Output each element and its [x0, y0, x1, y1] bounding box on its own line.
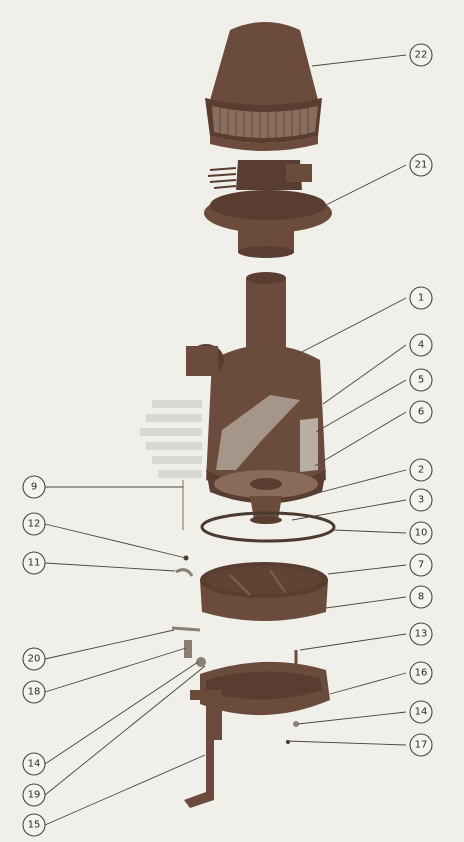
callout-17-label: 17: [415, 740, 428, 751]
leader-lines: [44, 54, 407, 826]
callout-3-label: 3: [418, 495, 424, 506]
part-22-cap: [205, 22, 322, 151]
callout-3: 3: [409, 488, 433, 512]
callout-5-label: 5: [418, 375, 424, 386]
watermark-logo: [140, 400, 202, 478]
part-8-lower-housing: [200, 562, 328, 621]
callout-4-label: 4: [418, 340, 424, 351]
callout-12: 12: [22, 512, 46, 536]
callout-15: 15: [22, 813, 46, 837]
callout-19: 19: [22, 783, 46, 807]
callout-12-label: 12: [28, 519, 41, 530]
callout-18: 18: [22, 680, 46, 704]
part-15-bracket: [184, 690, 222, 808]
part-20-screw: [171, 626, 201, 632]
callout-10: 10: [409, 521, 433, 545]
callout-2: 2: [409, 458, 433, 482]
callout-7: 7: [409, 553, 433, 577]
callout-10-label: 10: [415, 528, 428, 539]
callout-18-label: 18: [28, 687, 41, 698]
callout-9: 9: [22, 475, 46, 499]
callout-2-label: 2: [418, 465, 424, 476]
callout-19-label: 19: [28, 790, 41, 801]
callout-14-upper: 14: [409, 700, 433, 724]
callout-6: 6: [409, 400, 433, 424]
part-10-o-ring: [200, 511, 336, 543]
callout-8: 8: [409, 585, 433, 609]
callout-17: 17: [409, 733, 433, 757]
part-16-clamp-band: [200, 661, 330, 716]
part-1-body: [186, 272, 326, 504]
callout-8-label: 8: [418, 592, 424, 603]
callout-13-label: 13: [415, 629, 428, 640]
callout-7-label: 7: [418, 560, 424, 571]
callout-11: 11: [22, 551, 46, 575]
callout-9-label: 9: [31, 482, 37, 493]
callout-20: 20: [22, 647, 46, 671]
callout-21: 21: [409, 153, 433, 177]
callout-13: 13: [409, 622, 433, 646]
callout-22: 22: [409, 43, 433, 67]
part-11-clip: [175, 568, 194, 577]
callout-14-upper-label: 14: [415, 707, 428, 718]
part-18-bolt: [184, 640, 192, 658]
callout-6-label: 6: [418, 407, 424, 418]
part-19-nut: [196, 657, 206, 667]
callout-15-label: 15: [28, 820, 41, 831]
callout-14-lower-label: 14: [28, 759, 41, 770]
callout-14-lower: 14: [22, 752, 46, 776]
callout-11-label: 11: [28, 558, 41, 569]
callout-21-label: 21: [415, 160, 428, 171]
callout-5: 5: [409, 368, 433, 392]
callout-1: 1: [409, 286, 433, 310]
callout-20-label: 20: [28, 654, 41, 665]
callout-16-label: 16: [415, 668, 428, 679]
part-14-washer: [293, 721, 299, 727]
callout-16: 16: [409, 661, 433, 685]
callout-1-label: 1: [418, 293, 424, 304]
part-21-flange: [204, 160, 332, 258]
callout-22-label: 22: [415, 50, 428, 61]
callout-4: 4: [409, 333, 433, 357]
